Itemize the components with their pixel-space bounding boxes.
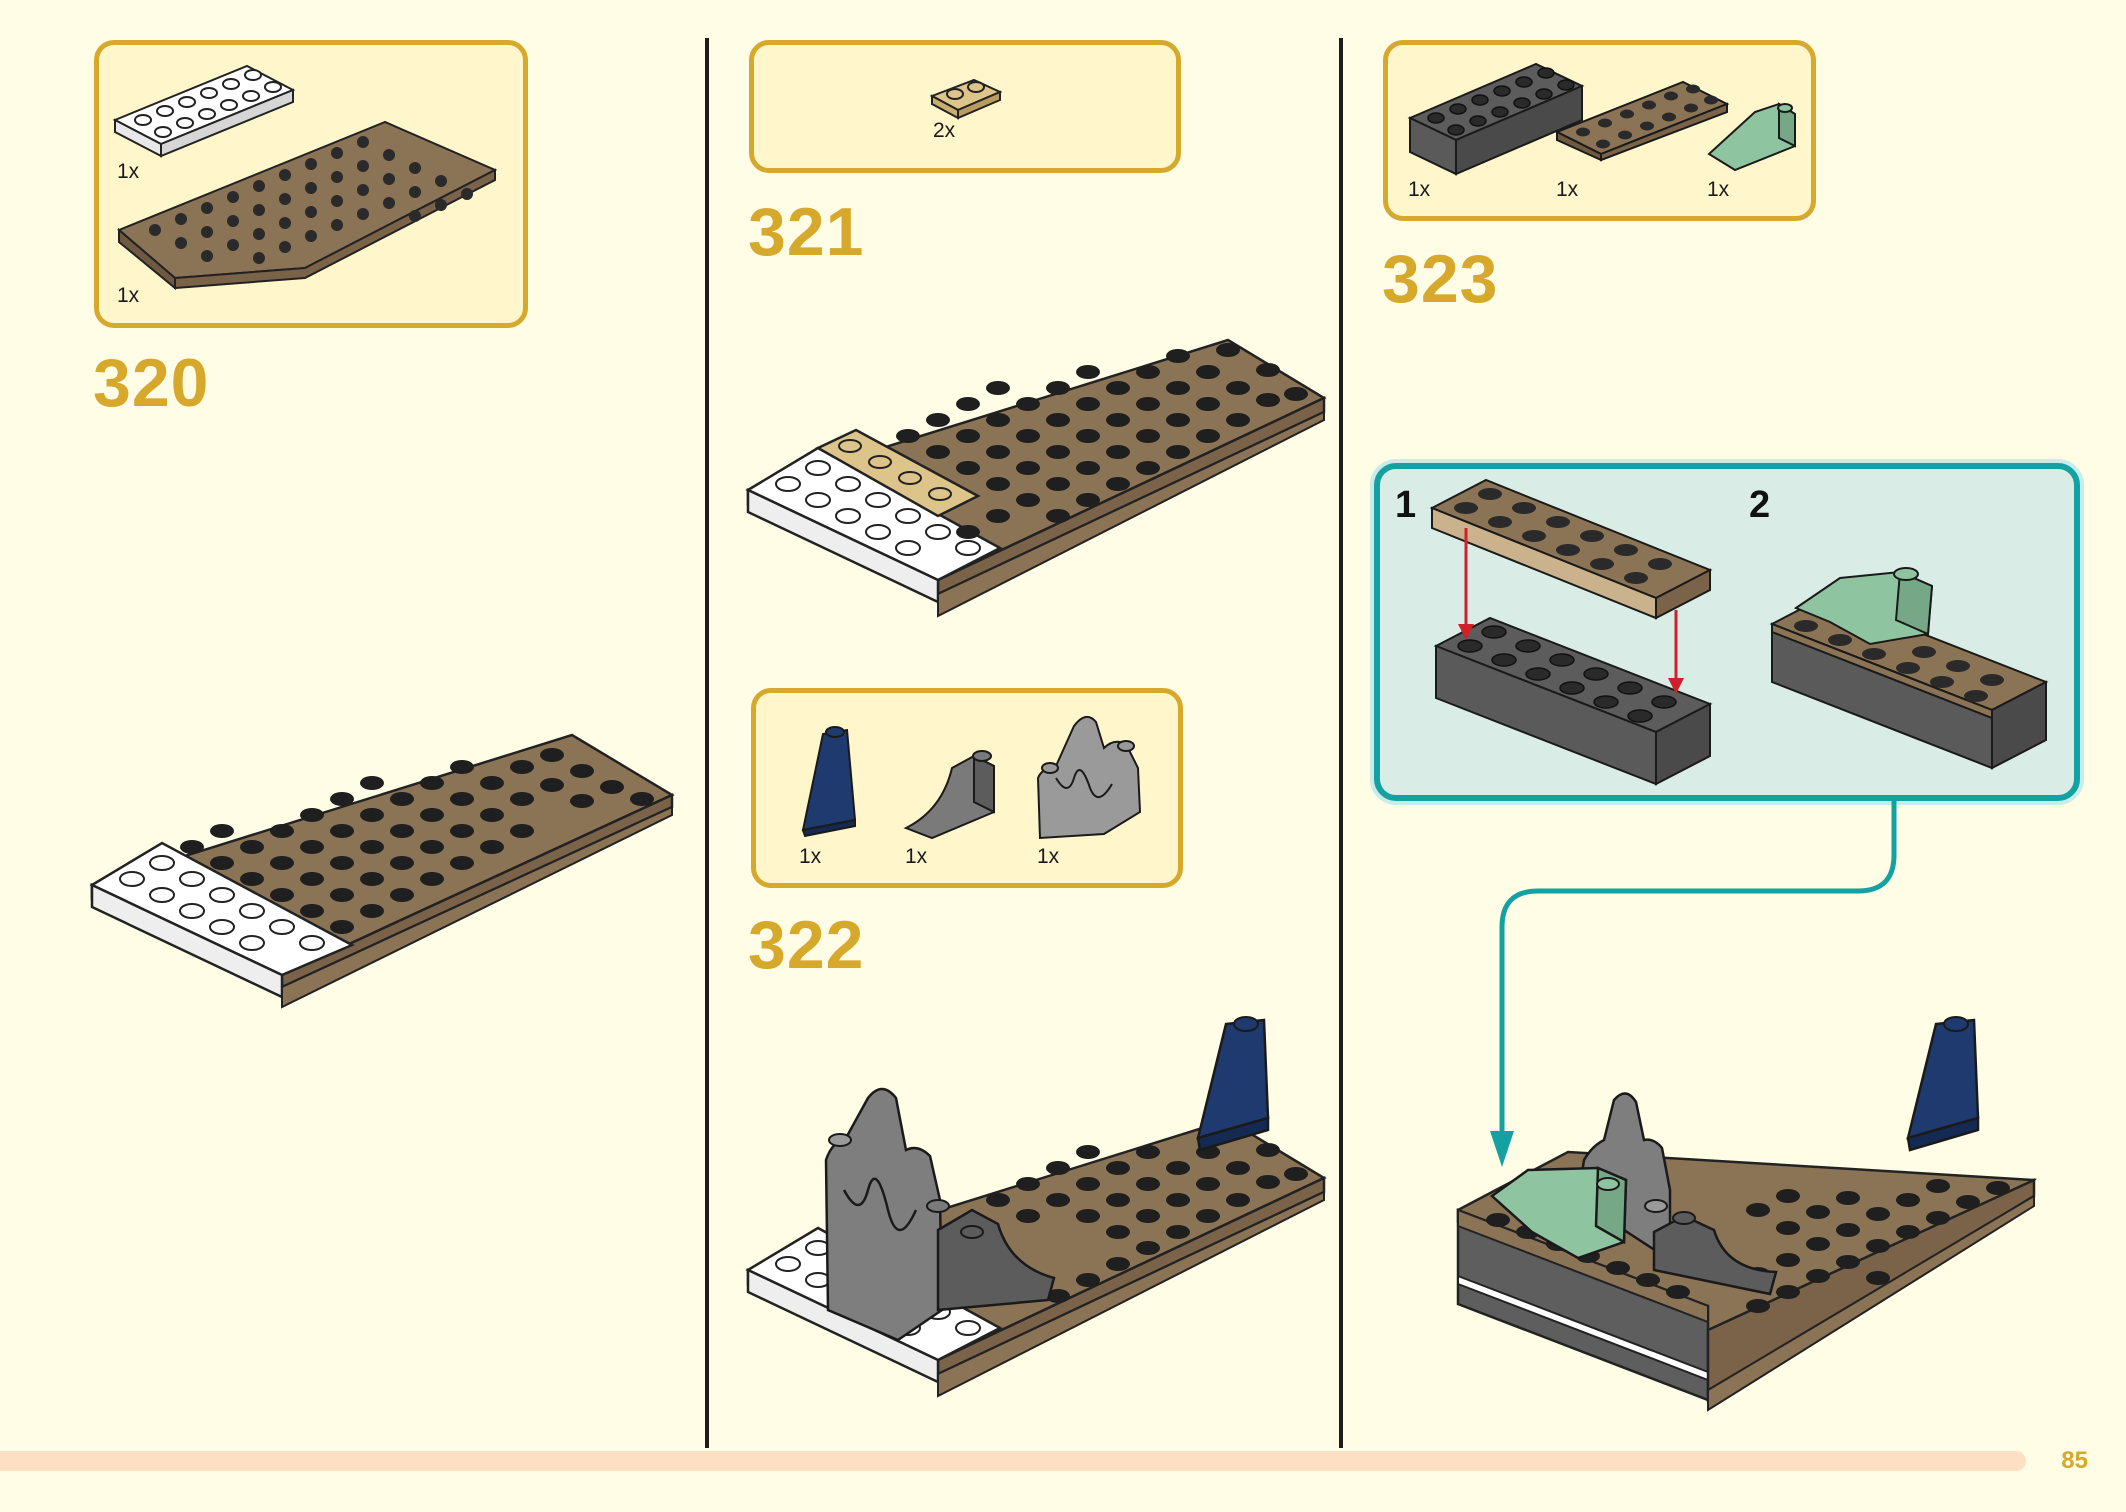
part-qty: 1x: [117, 284, 140, 307]
column-divider-right: [1339, 38, 1343, 1448]
dark-grey-curved-slope-icon: [903, 750, 995, 840]
step-number: 321: [748, 194, 865, 270]
part-qty: 1x: [799, 845, 822, 868]
dark-tan-plate-2x6-icon: [1554, 80, 1730, 162]
column-divider-left: [705, 38, 709, 1448]
sand-green-slope-icon: [1707, 102, 1796, 172]
sub-step-number: 2: [1749, 484, 1771, 526]
sub-step-number: 1: [1395, 484, 1417, 526]
step-number: 320: [93, 345, 210, 421]
white-plate-2x6-icon: [112, 64, 296, 158]
step-321-assembly: [745, 338, 1327, 618]
dark-tan-wedge-plate-icon: [117, 120, 498, 291]
sub-step-1-illustration: [1429, 478, 1713, 786]
part-qty: 1x: [1556, 178, 1579, 201]
step-323-assembly: [1456, 1016, 2037, 1412]
part-qty: 1x: [1707, 178, 1730, 201]
callout-connector-arrow: [1490, 797, 1897, 1167]
page-number: 85: [2061, 1447, 2088, 1474]
part-qty: 1x: [117, 160, 140, 183]
part-qty: 1x: [1408, 178, 1431, 201]
dark-grey-brick-2x6-icon: [1407, 62, 1585, 176]
step-number: 323: [1382, 241, 1499, 317]
sub-step-2-illustration: [1769, 567, 2049, 770]
step-number: 322: [748, 907, 865, 983]
step-322-assembly: [745, 1016, 1327, 1398]
part-qty: 1x: [1037, 845, 1060, 868]
step-320-assembly: [89, 733, 675, 1009]
tan-plate-1x2-icon: [929, 78, 1003, 120]
part-qty: 2x: [933, 119, 956, 142]
part-qty: 1x: [905, 845, 928, 868]
dark-blue-slope-icon: [801, 726, 857, 838]
grey-rock-panel-icon: [1036, 715, 1142, 840]
progress-bar: [0, 1451, 2026, 1471]
